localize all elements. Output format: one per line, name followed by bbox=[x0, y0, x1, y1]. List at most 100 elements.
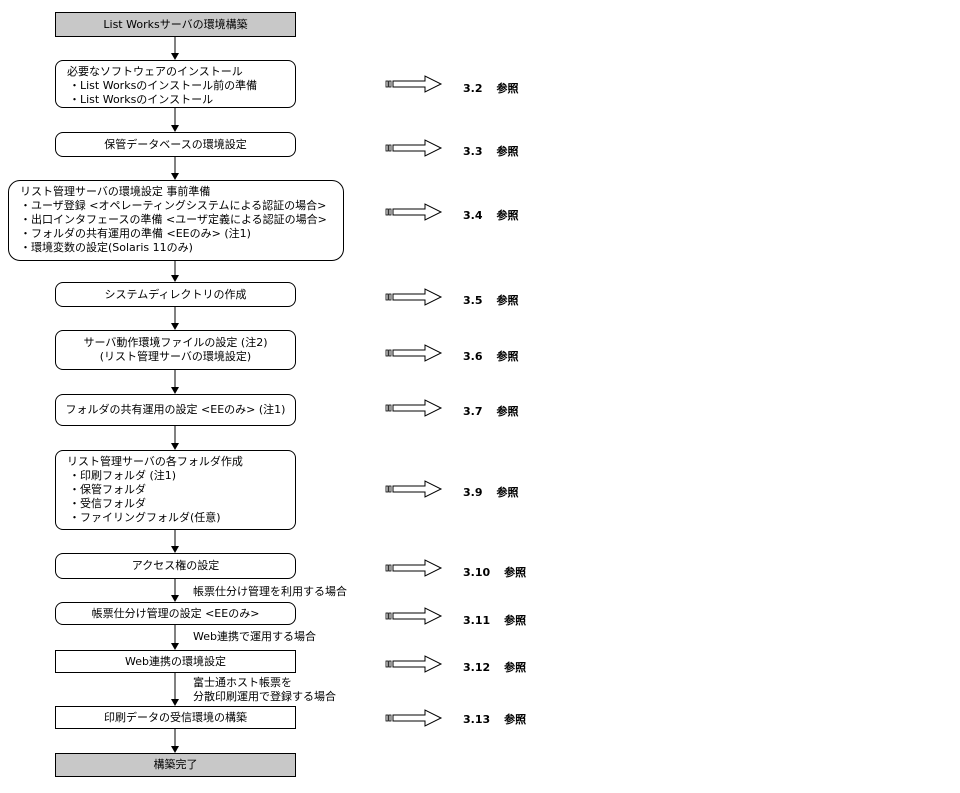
reference-3-11: 3.11 参照 bbox=[463, 612, 526, 628]
reference-section: 3.2 bbox=[463, 82, 483, 95]
step-list-server-prep-item-4: ・環境変数の設定(Solaris 11のみ) bbox=[20, 241, 193, 254]
reference-arrow-icon bbox=[385, 559, 443, 577]
reference-arrow-icon bbox=[385, 399, 443, 417]
connector-arrowhead bbox=[171, 275, 179, 282]
step-folder-create: リスト管理サーバの各フォルダ作成 ・印刷フォルダ (注1) ・保管フォルダ ・受… bbox=[55, 450, 296, 530]
reference-3-4: 3.4 参照 bbox=[463, 207, 519, 223]
step-print-receive-label: 印刷データの受信環境の構築 bbox=[104, 710, 247, 724]
reference-3-7: 3.7 参照 bbox=[463, 403, 519, 419]
step-web-env: Web連携の環境設定 bbox=[55, 650, 296, 673]
step-folder-create-item-3: ・受信フォルダ bbox=[69, 497, 146, 510]
step-form-sorting-label: 帳票仕分け管理の設定 <EEのみ> bbox=[91, 606, 260, 620]
reference-label: 参照 bbox=[496, 486, 519, 499]
condition-form-sorting-text: 帳票仕分け管理を利用する場合 bbox=[193, 585, 347, 598]
reference-section: 3.13 bbox=[463, 713, 491, 726]
step-form-sorting: 帳票仕分け管理の設定 <EEのみ> bbox=[55, 602, 296, 625]
connector-arrowhead bbox=[171, 323, 179, 330]
reference-section: 3.11 bbox=[463, 614, 491, 627]
step-folder-create-item-2: ・保管フォルダ bbox=[69, 483, 146, 496]
connector-arrowhead bbox=[171, 546, 179, 553]
step-folder-create-item-4: ・ファイリングフォルダ(任意) bbox=[69, 511, 221, 524]
reference-section: 3.12 bbox=[463, 661, 491, 674]
step-list-server-prep-item-2: ・出口インタフェースの準備 <ユーザ定義による認証の場合> bbox=[20, 213, 327, 226]
reference-3-2: 3.2 参照 bbox=[463, 80, 519, 96]
connector-arrowhead bbox=[171, 387, 179, 394]
step-access-rights-label: アクセス権の設定 bbox=[131, 559, 220, 572]
step-system-directory-label: システムディレクトリの作成 bbox=[104, 287, 247, 301]
step-server-env-file: サーバ動作環境ファイルの設定 (注2) (リスト管理サーバの環境設定) bbox=[55, 330, 296, 370]
condition-fujitsu-host-text-2: 分散印刷運用で登録する場合 bbox=[193, 690, 336, 703]
step-software-install-item-1: ・List Worksのインストール前の準備 bbox=[69, 79, 258, 92]
step-web-env-label: Web連携の環境設定 bbox=[125, 654, 226, 668]
reference-label: 参照 bbox=[504, 661, 527, 674]
step-server-env-file-title: サーバ動作環境ファイルの設定 (注2) bbox=[83, 336, 268, 349]
reference-3-10: 3.10 参照 bbox=[463, 564, 526, 580]
reference-section: 3.10 bbox=[463, 566, 491, 579]
step-start-label: List Worksサーバの環境構築 bbox=[103, 17, 248, 31]
condition-web-text: Web連携で運用する場合 bbox=[193, 630, 316, 643]
reference-arrow-icon bbox=[385, 75, 443, 93]
step-folder-share: フォルダの共有運用の設定 <EEのみ> (注1) bbox=[55, 394, 296, 426]
reference-section: 3.6 bbox=[463, 350, 483, 363]
step-print-receive: 印刷データの受信環境の構築 bbox=[55, 706, 296, 729]
reference-section: 3.3 bbox=[463, 145, 483, 158]
reference-arrow-icon bbox=[385, 344, 443, 362]
step-software-install-title: 必要なソフトウェアのインストール bbox=[67, 65, 243, 78]
step-list-server-prep: リスト管理サーバの環境設定 事前準備 ・ユーザ登録 <オペレーティングシステムに… bbox=[8, 180, 344, 261]
reference-section: 3.5 bbox=[463, 294, 483, 307]
reference-section: 3.7 bbox=[463, 405, 483, 418]
reference-label: 参照 bbox=[496, 82, 519, 95]
reference-label: 参照 bbox=[504, 566, 527, 579]
reference-arrow-icon bbox=[385, 607, 443, 625]
reference-arrow-icon bbox=[385, 139, 443, 157]
condition-fujitsu-host-text-1: 富士通ホスト帳票を bbox=[193, 676, 292, 689]
condition-form-sorting: 帳票仕分け管理を利用する場合 bbox=[193, 585, 347, 599]
condition-web: Web連携で運用する場合 bbox=[193, 630, 316, 644]
reference-arrow-icon bbox=[385, 709, 443, 727]
reference-3-9: 3.9 参照 bbox=[463, 484, 519, 500]
reference-3-6: 3.6 参照 bbox=[463, 348, 519, 364]
reference-arrow-icon bbox=[385, 655, 443, 673]
reference-label: 参照 bbox=[496, 209, 519, 222]
step-software-install: 必要なソフトウェアのインストール ・List Worksのインストール前の準備 … bbox=[55, 60, 296, 108]
step-folder-share-label: フォルダの共有運用の設定 <EEのみ> (注1) bbox=[65, 403, 286, 416]
reference-label: 参照 bbox=[496, 405, 519, 418]
reference-section: 3.4 bbox=[463, 209, 483, 222]
reference-label: 参照 bbox=[496, 294, 519, 307]
reference-section: 3.9 bbox=[463, 486, 483, 499]
reference-3-3: 3.3 参照 bbox=[463, 143, 519, 159]
connector-arrowhead bbox=[171, 699, 179, 706]
reference-3-12: 3.12 参照 bbox=[463, 659, 526, 675]
reference-label: 参照 bbox=[504, 614, 527, 627]
condition-fujitsu-host: 富士通ホスト帳票を 分散印刷運用で登録する場合 bbox=[193, 676, 336, 704]
connector-arrowhead bbox=[171, 643, 179, 650]
step-list-server-prep-item-1: ・ユーザ登録 <オペレーティングシステムによる認証の場合> bbox=[20, 199, 327, 212]
reference-label: 参照 bbox=[496, 350, 519, 363]
step-access-rights: アクセス権の設定 bbox=[55, 553, 296, 579]
step-storage-db-label: 保管データベースの環境設定 bbox=[104, 137, 247, 151]
connector-arrowhead bbox=[171, 746, 179, 753]
step-list-server-prep-title: リスト管理サーバの環境設定 事前準備 bbox=[20, 185, 211, 198]
connector-arrowhead bbox=[171, 443, 179, 450]
step-complete-label: 構築完了 bbox=[153, 758, 198, 771]
step-system-directory: システムディレクトリの作成 bbox=[55, 282, 296, 307]
step-folder-create-title: リスト管理サーバの各フォルダ作成 bbox=[67, 455, 243, 468]
connector-arrowhead bbox=[171, 173, 179, 180]
reference-label: 参照 bbox=[496, 145, 519, 158]
connector-arrowhead bbox=[171, 125, 179, 132]
step-start: List Worksサーバの環境構築 bbox=[55, 12, 296, 37]
step-list-server-prep-item-3: ・フォルダの共有運用の準備 <EEのみ> (注1) bbox=[20, 227, 251, 240]
connector-arrowhead bbox=[171, 53, 179, 60]
reference-arrow-icon bbox=[385, 288, 443, 306]
connector-arrowhead bbox=[171, 595, 179, 602]
reference-arrow-icon bbox=[385, 203, 443, 221]
reference-arrow-icon bbox=[385, 480, 443, 498]
step-folder-create-item-1: ・印刷フォルダ (注1) bbox=[69, 469, 177, 482]
reference-3-5: 3.5 参照 bbox=[463, 292, 519, 308]
step-storage-db: 保管データベースの環境設定 bbox=[55, 132, 296, 157]
reference-label: 参照 bbox=[504, 713, 527, 726]
step-server-env-file-subtitle: (リスト管理サーバの環境設定) bbox=[99, 350, 252, 363]
step-software-install-item-2: ・List Worksのインストール bbox=[69, 93, 214, 106]
